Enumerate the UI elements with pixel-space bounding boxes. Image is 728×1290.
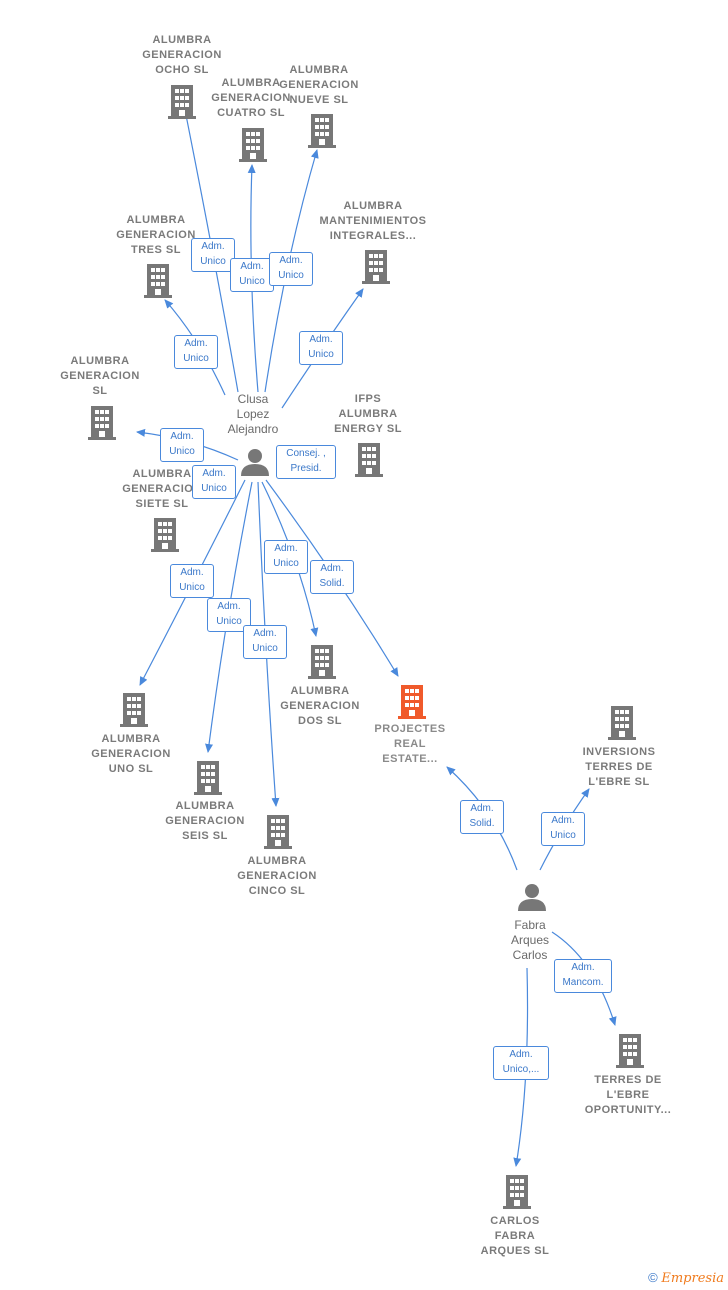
edge-label-ifps: Consej. , Presid. <box>276 445 336 479</box>
building-icon <box>144 264 172 298</box>
person-icon <box>241 449 269 476</box>
edge-label-dos: Adm. Unico <box>264 540 308 574</box>
person-label-fabra[interactable]: Fabra Arques Carlos <box>510 918 550 962</box>
company-label-projectes[interactable]: PROJECTES REAL ESTATE... <box>374 723 446 765</box>
company-label-ifps[interactable]: IFPS ALUMBRA ENERGY SL <box>334 393 402 435</box>
company-label-gensl[interactable]: ALUMBRA GENERACION SL <box>60 355 140 397</box>
company-label-carlos[interactable]: CARLOS FABRA ARQUES SL <box>480 1215 550 1257</box>
building-icon <box>88 406 116 440</box>
building-icon <box>168 85 196 119</box>
edge-label-projectes1: Adm. Solid. <box>310 560 354 594</box>
company-label-uno[interactable]: ALUMBRA GENERACION UNO SL <box>91 733 171 775</box>
edge-label-tres: Adm. Unico <box>174 335 218 369</box>
edge-label-gensl: Adm. Unico <box>160 428 204 462</box>
building-icon <box>608 706 636 740</box>
building-icon <box>362 250 390 284</box>
company-label-nueve[interactable]: ALUMBRA GENERACION NUEVE SL <box>279 64 359 106</box>
company-label-dos[interactable]: ALUMBRA GENERACION DOS SL <box>280 685 360 727</box>
building-icon-highlight <box>398 685 426 719</box>
building-icon <box>355 443 383 477</box>
edge-label-ocho: Adm. Unico <box>191 238 235 272</box>
company-label-tres[interactable]: ALUMBRA GENERACION TRES SL <box>116 214 196 256</box>
edge-label-siete: Adm. Unico <box>192 465 236 499</box>
brand-logo: Empresia <box>661 1271 724 1286</box>
edge-label-carlos: Adm. Unico,... <box>493 1046 549 1080</box>
edge-label-uno: Adm. Unico <box>170 564 214 598</box>
building-icon <box>239 128 267 162</box>
building-icon <box>120 693 148 727</box>
edge-label-cinco: Adm. Unico <box>243 625 287 659</box>
person-label-clusa[interactable]: Clusa Lopez Alejandro <box>227 392 279 436</box>
company-label-ocho[interactable]: ALUMBRA GENERACION OCHO SL <box>142 34 222 76</box>
company-label-terres[interactable]: TERRES DE L'EBRE OPORTUNITY... <box>584 1074 672 1116</box>
company-label-seis[interactable]: ALUMBRA GENERACION SEIS SL <box>165 800 245 842</box>
edge-label-nueve: Adm. Unico <box>269 252 313 286</box>
building-icon <box>264 815 292 849</box>
building-icon <box>308 114 336 148</box>
building-icon <box>151 518 179 552</box>
building-icon <box>308 645 336 679</box>
building-icon <box>503 1175 531 1209</box>
company-label-mant[interactable]: ALUMBRA MANTENIMIENTOS INTEGRALES... <box>319 200 427 242</box>
building-icon <box>194 761 222 795</box>
edge-label-projectes2: Adm. Solid. <box>460 800 504 834</box>
edge-label-cuatro: Adm. Unico <box>230 258 274 292</box>
building-icon <box>616 1034 644 1068</box>
company-label-cinco[interactable]: ALUMBRA GENERACION CINCO SL <box>237 855 317 897</box>
copyright-icon: © <box>648 1270 658 1285</box>
company-label-inversions[interactable]: INVERSIONS TERRES DE L'EBRE SL <box>582 746 656 788</box>
edge-label-inversions: Adm. Unico <box>541 812 585 846</box>
edge-label-terres: Adm. Mancom. <box>554 959 612 993</box>
person-icon <box>518 884 546 911</box>
footer-brand[interactable]: © Empresia <box>648 1270 724 1286</box>
edge-label-mant: Adm. Unico <box>299 331 343 365</box>
company-label-cuatro[interactable]: ALUMBRA GENERACION CUATRO SL <box>211 77 291 119</box>
company-label-siete[interactable]: ALUMBRA GENERACION SIETE SL <box>122 468 202 510</box>
